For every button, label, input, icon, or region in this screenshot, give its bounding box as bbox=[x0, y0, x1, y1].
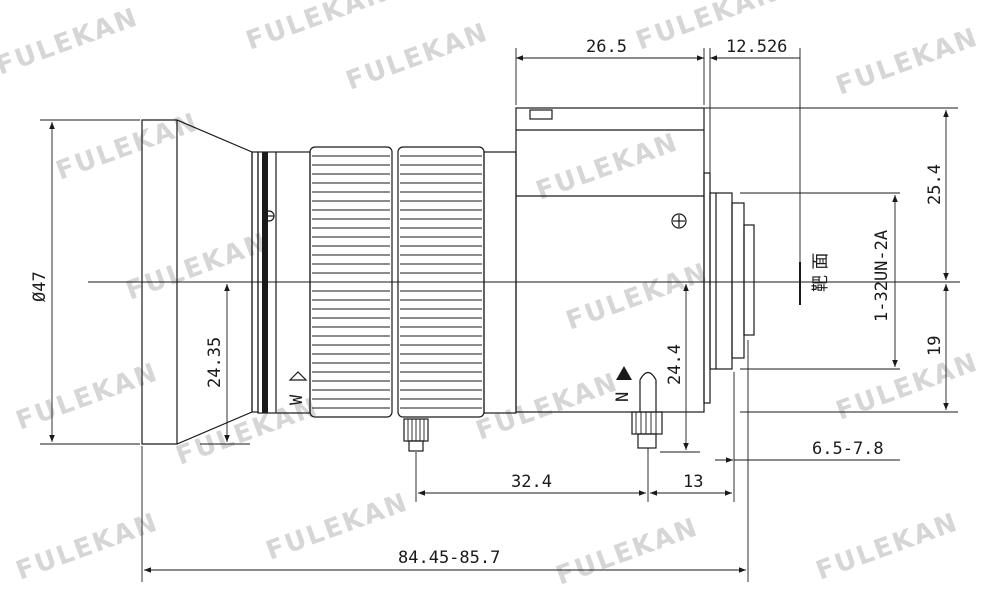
zoom-ring bbox=[309, 146, 393, 418]
dim-bottom-short: 13 bbox=[683, 472, 703, 492]
watermark: FULEKAN bbox=[0, 2, 143, 81]
watermark: FULEKAN bbox=[12, 357, 162, 436]
watermark: FULEKAN bbox=[832, 347, 982, 426]
watermark: FULEKAN bbox=[472, 367, 622, 446]
dim-total-length: 84.45-85.7 bbox=[398, 548, 500, 568]
wide-mark: W bbox=[287, 394, 307, 405]
watermark: FULEKAN bbox=[532, 127, 682, 206]
watermark: FULEKAN bbox=[52, 107, 202, 186]
focus-ring bbox=[397, 146, 485, 418]
dim-top-right: 12.526 bbox=[726, 37, 787, 57]
dim-right-upper: 25.4 bbox=[925, 164, 945, 205]
dim-left-inner: 24.35 bbox=[205, 337, 225, 388]
thread-spec: 1-32UN-2A bbox=[872, 230, 892, 322]
dim-back-range: 6.5-7.8 bbox=[812, 439, 884, 459]
watermark: FULEKAN bbox=[562, 257, 712, 336]
dim-diameter: Ø47 bbox=[30, 271, 50, 302]
front-barrel: W bbox=[257, 151, 311, 414]
watermark: FULEKAN bbox=[262, 487, 412, 566]
c-mount bbox=[709, 192, 755, 370]
zoom-lock-screw: N bbox=[613, 366, 663, 449]
watermark: FULEKAN bbox=[552, 512, 702, 591]
sensor-plane-label: 靶 面 bbox=[811, 253, 831, 292]
dim-top-left: 26.5 bbox=[586, 37, 627, 57]
watermark: FULEKAN bbox=[812, 507, 962, 586]
focus-lock-screw bbox=[403, 418, 429, 452]
watermark: FULEKAN bbox=[342, 17, 492, 96]
watermark: FULEKAN bbox=[832, 22, 982, 101]
front-hood bbox=[141, 119, 259, 445]
watermark: FULEKAN bbox=[12, 507, 162, 586]
dim-bottom-mid: 32.4 bbox=[511, 472, 552, 492]
dim-right-lower: 19 bbox=[925, 336, 945, 356]
watermark-layer: FULEKAN FULEKAN FULEKAN FULEKAN FULEKAN … bbox=[0, 0, 983, 592]
mid-barrel bbox=[483, 151, 517, 414]
watermark: FULEKAN bbox=[242, 0, 392, 57]
screw-icon bbox=[671, 213, 687, 229]
watermark: FULEKAN bbox=[122, 227, 272, 306]
near-mark: N bbox=[613, 392, 633, 402]
near-triangle-icon bbox=[616, 366, 632, 380]
wide-triangle-icon bbox=[288, 371, 308, 381]
dim-center-inner: 24.4 bbox=[665, 344, 685, 385]
